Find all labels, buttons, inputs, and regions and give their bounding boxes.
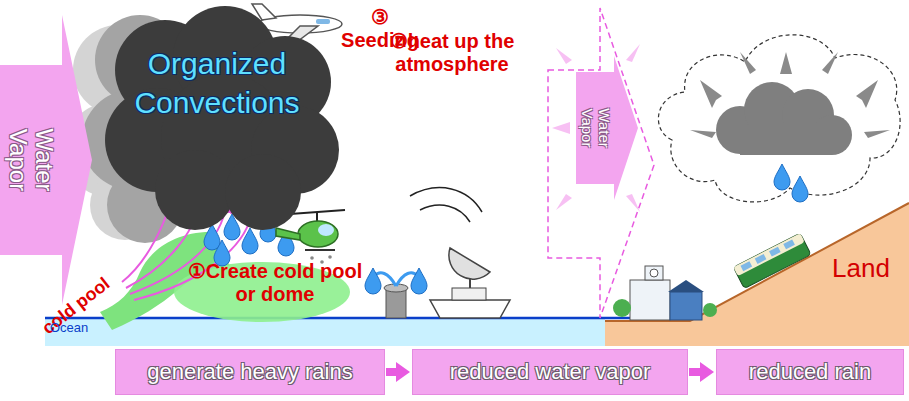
land <box>560 203 909 346</box>
band-text: generate heavy rains <box>147 359 352 385</box>
vapor-outline <box>548 8 654 318</box>
vapor-label: Water Vapor <box>579 106 614 150</box>
converge-arrows <box>690 52 890 138</box>
step-label: ②heat up the atmosphere <box>372 30 532 76</box>
train <box>733 233 811 288</box>
band-text: reduced water vapor <box>450 359 651 385</box>
cloud-puff <box>225 154 301 230</box>
flow-arrow <box>689 368 701 376</box>
vapor-arrow <box>576 56 638 200</box>
squeeze-arrows <box>552 44 640 212</box>
band-text: reduced rain <box>749 359 871 385</box>
convection-cloud: Organized Convections <box>95 10 340 232</box>
flow-arrow <box>386 368 397 376</box>
ocean <box>45 318 605 346</box>
ship <box>410 188 510 318</box>
cloud-shape <box>95 10 340 232</box>
small-cloud <box>716 82 852 155</box>
arrow-body <box>0 15 92 305</box>
dashed-cloud <box>658 35 900 202</box>
step-label: ①Create cold pool or dome <box>180 260 370 306</box>
process-band: reduced rain <box>716 349 904 395</box>
cloud-puff <box>155 150 235 230</box>
buildings <box>613 266 717 320</box>
land-edge <box>560 203 909 321</box>
fountain <box>365 268 427 318</box>
cloud-title: Organized Convections <box>107 44 327 122</box>
process-band: reduced water vapor <box>412 349 688 395</box>
ocean-label: Ocean <box>50 321 110 336</box>
vapor-arrow-box: Water Vapor <box>0 15 92 305</box>
land-label: Land <box>826 254 896 284</box>
arrow-text: Water Vapor <box>5 119 58 201</box>
process-band: generate heavy rains <box>115 349 385 395</box>
